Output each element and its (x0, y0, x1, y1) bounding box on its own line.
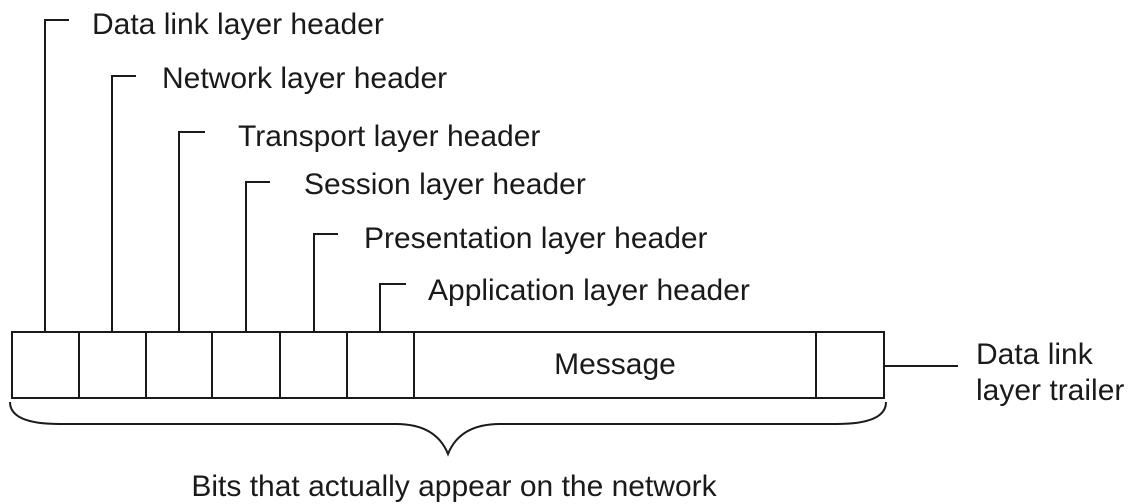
label-trailer-line2: layer trailer (976, 374, 1124, 407)
caption: Bits that actually appear on the network (191, 470, 717, 503)
label-transport-header: Transport layer header (238, 120, 540, 153)
label-session-header: Session layer header (304, 168, 586, 201)
label-message: Message (554, 348, 676, 381)
callout-session-header (245, 181, 270, 332)
callout-network-header (111, 75, 136, 332)
label-trailer-line1: Data link (976, 338, 1094, 371)
callout-application-header (379, 283, 406, 332)
callout-presentation-header (313, 233, 338, 332)
label-presentation-header: Presentation layer header (364, 222, 708, 255)
bracket-brace (9, 401, 887, 457)
callout-transport-header (178, 131, 205, 332)
packet-outline (11, 331, 885, 399)
label-network-header: Network layer header (162, 62, 447, 95)
label-application-header: Application layer header (428, 274, 750, 307)
callout-data-link-header (44, 19, 69, 332)
label-data-link-header: Data link layer header (92, 8, 384, 41)
